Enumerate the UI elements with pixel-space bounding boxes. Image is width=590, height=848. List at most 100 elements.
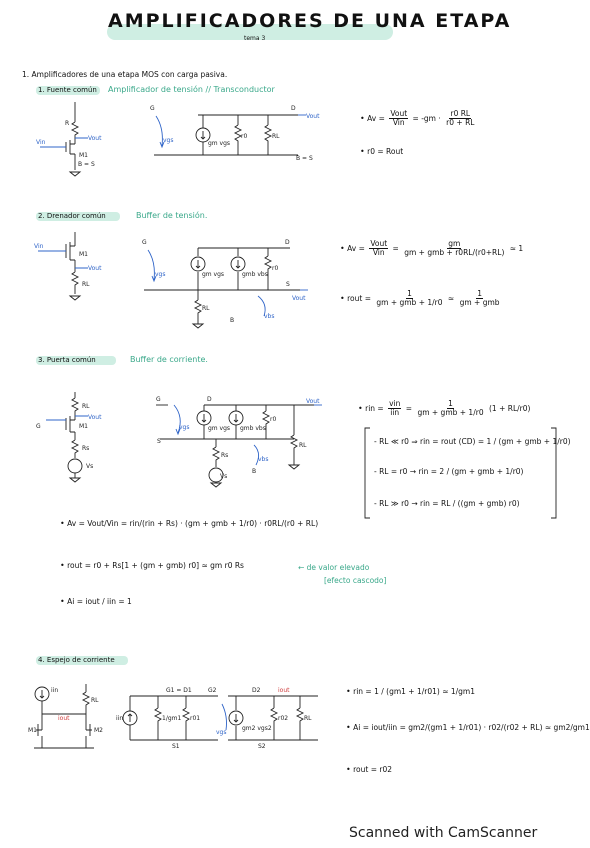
sub4-rout-equation: • rout = r02: [346, 765, 392, 774]
page-subtitle: tema 3: [244, 35, 266, 42]
section-heading: 1. Amplificadores de una etapa MOS con c…: [22, 70, 228, 79]
sub3-highlight: [36, 356, 116, 365]
svg-text:Rs: Rs: [82, 445, 89, 452]
svg-text:gmb vbs: gmb vbs: [240, 425, 266, 432]
svg-text:Rs: Rs: [221, 452, 228, 459]
svg-text:Vin: Vin: [34, 243, 44, 250]
svg-text:D: D: [285, 239, 290, 246]
sub3-note-high-value: ← de valor elevado: [298, 563, 370, 572]
svg-text:G: G: [36, 423, 41, 430]
svg-text:D: D: [207, 396, 212, 403]
sub2-small-signal-model: G vgs gm vgs gmb vbs r0 RL D S Vout B vb…: [142, 239, 308, 329]
svg-text:iin: iin: [51, 687, 58, 694]
svg-text:r01: r01: [190, 715, 200, 722]
svg-text:r02: r02: [278, 715, 288, 722]
svg-text:R: R: [65, 120, 69, 127]
svg-text:Vout: Vout: [306, 398, 320, 405]
svg-text:M1: M1: [79, 251, 88, 258]
sub1-heading: 1. Fuente común: [38, 86, 97, 94]
sub4-rin-equation: • rin = 1 / (gm1 + 1/r01) ≃ 1/gm1: [346, 687, 476, 696]
sub3-rout-equation: • rout = r0 + Rs[1 + (gm + gmb) r0] ≃ gm…: [60, 561, 244, 570]
svg-text:Vout: Vout: [88, 265, 102, 272]
svg-text:iout: iout: [278, 687, 290, 694]
svg-text:Vin: Vin: [36, 139, 46, 146]
sub4-small-signal-model: iin 1/gm1 r01 G1 = D1 G2 S1 gm2 vgs2 r02…: [116, 687, 318, 750]
sub2-highlight: [36, 212, 120, 221]
svg-text:B = S: B = S: [78, 161, 95, 168]
svg-text:B: B: [252, 468, 256, 475]
svg-text:G: G: [142, 239, 147, 246]
svg-text:Vout: Vout: [306, 113, 320, 120]
svg-text:S: S: [286, 281, 290, 288]
svg-text:B = S: B = S: [296, 155, 313, 162]
svg-text:G2: G2: [208, 687, 217, 694]
sub1-highlight: [36, 86, 100, 95]
svg-text:vgs: vgs: [155, 271, 166, 278]
svg-text:D: D: [291, 105, 296, 112]
svg-text:vbs: vbs: [258, 456, 269, 463]
sub4-heading: 4. Espejo de corriente: [38, 656, 115, 664]
svg-text:Vout: Vout: [292, 295, 306, 302]
svg-text:B: B: [230, 317, 234, 324]
svg-text:gmb vbs: gmb vbs: [242, 271, 268, 278]
sub3-note-cascode: [efecto cascodo]: [324, 576, 387, 585]
sub2-mosfet-schematic: Vin M1 Vout RL: [34, 232, 102, 301]
svg-text:Vout: Vout: [88, 135, 102, 142]
svg-text:RL: RL: [91, 697, 99, 704]
svg-text:vgs: vgs: [216, 729, 227, 736]
svg-text:RL: RL: [202, 305, 210, 312]
sub3-av-equation: • Av = Vout/Vin = rin/(rin + Rs) · (gm +…: [60, 519, 319, 528]
sub1-mosfet-schematic: R Vout Vin M1 B = S: [36, 102, 102, 177]
svg-text:r0: r0: [241, 133, 247, 140]
svg-text:r0: r0: [272, 265, 278, 272]
svg-text:iin: iin: [116, 715, 123, 722]
sub1-note: Amplificador de tensión // Transconducto…: [108, 85, 275, 94]
svg-text:RL: RL: [82, 403, 90, 410]
sub2-note: Buffer de tensión.: [136, 211, 208, 220]
sub2-heading: 2. Drenador común: [38, 212, 106, 220]
svg-text:M1: M1: [79, 423, 88, 430]
svg-text:D2: D2: [252, 687, 261, 694]
svg-text:Vs: Vs: [220, 473, 227, 480]
sub3-heading: 3. Puerta común: [38, 356, 96, 364]
svg-text:1/gm1: 1/gm1: [162, 715, 181, 722]
sub4-current-mirror-schematic: iin RL M1 M2 iout: [28, 684, 103, 749]
svg-text:gm vgs: gm vgs: [208, 425, 230, 432]
svg-text:iout: iout: [58, 715, 70, 722]
svg-text:M2: M2: [94, 727, 103, 734]
sub3-note: Buffer de corriente.: [130, 355, 208, 364]
svg-text:S1: S1: [172, 743, 180, 750]
svg-text:gm2 vgs2: gm2 vgs2: [242, 725, 272, 732]
svg-text:G1 = D1: G1 = D1: [166, 687, 192, 694]
svg-text:S2: S2: [258, 743, 266, 750]
svg-text:S: S: [157, 438, 161, 445]
sub3-small-signal-model: G vgs gm vgs gmb vbs r0 RL Rs Vs D S Vou…: [156, 396, 322, 488]
sub1-small-signal-model: G vgs gm vgs r0 RL D Vout B = S: [150, 105, 320, 162]
svg-text:RL: RL: [299, 442, 307, 449]
sub3-mosfet-schematic: RL Vout G M1 Rs Vs: [36, 392, 102, 483]
svg-text:Vs: Vs: [86, 463, 93, 470]
svg-text:gm vgs: gm vgs: [208, 140, 230, 147]
svg-text:r0: r0: [270, 416, 276, 423]
sub4-ai-equation: • Ai = iout/iin = gm2/(gm1 + 1/r01) · r0…: [346, 723, 590, 732]
svg-text:G: G: [150, 105, 155, 112]
sub3-case3: - RL ≫ r0 → rin = RL / ((gm + gmb) r0): [374, 499, 520, 508]
sub3-case1: - RL ≪ r0 ⇒ rin = rout (CD) = 1 / (gm + …: [374, 437, 571, 446]
svg-text:vbs: vbs: [264, 313, 275, 320]
svg-text:RL: RL: [272, 133, 280, 140]
svg-text:M1: M1: [79, 152, 88, 159]
scanner-footer: Scanned with CamScanner: [349, 825, 538, 841]
sub3-case-bracket-right: [551, 427, 557, 519]
sub4-highlight: [36, 656, 128, 665]
svg-text:gm vgs: gm vgs: [202, 271, 224, 278]
svg-text:vgs: vgs: [179, 424, 190, 431]
svg-text:RL: RL: [304, 715, 312, 722]
svg-text:M1: M1: [28, 727, 37, 734]
svg-text:Vout: Vout: [88, 414, 102, 421]
svg-text:RL: RL: [82, 281, 90, 288]
sub1-ro-equation: • r0 = Rout: [360, 147, 404, 156]
